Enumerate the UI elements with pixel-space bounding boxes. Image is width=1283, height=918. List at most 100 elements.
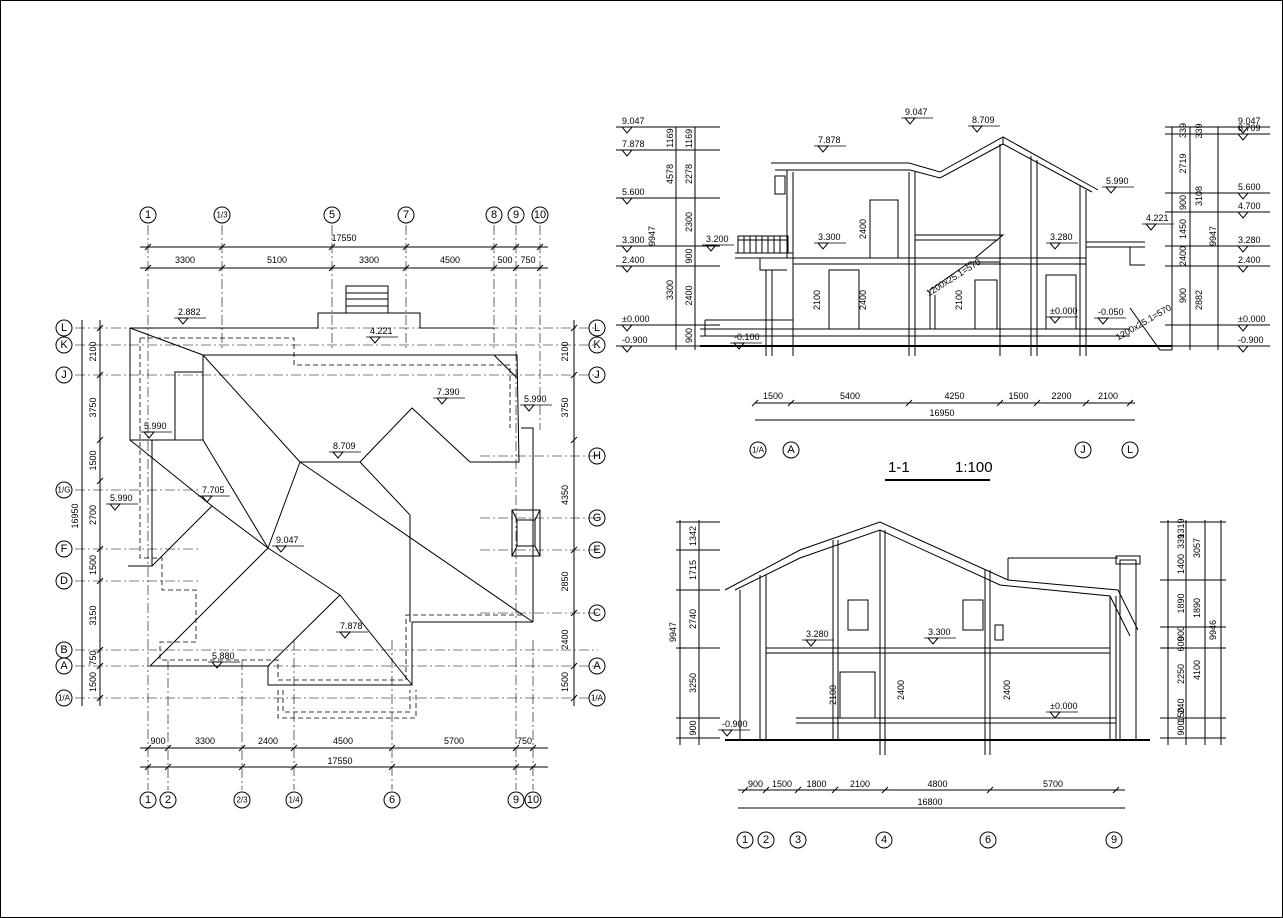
sec1-left-level-6-marker: [620, 345, 634, 353]
plan-axis-top-1-circle: [213, 206, 231, 224]
sec1-bottom-dim-1: 5400: [840, 391, 860, 401]
plan-axis-right-6: C: [593, 607, 601, 619]
plan-axis-left-5-circle: [55, 572, 73, 590]
sec2-inner-dim-1: 2400: [896, 680, 906, 700]
plan-bot-tick-a-1: [164, 744, 172, 752]
plan-top-tick-b-6: [536, 264, 544, 272]
sec2-inner-dim-0: 2100: [828, 685, 838, 705]
sec1-inner-level-8: ±0.000: [1050, 306, 1077, 316]
sec1-bot-tick-0: [751, 399, 759, 407]
sec1-right-dim-5: 900: [1178, 288, 1188, 303]
sec1-right-dim-0: 339: [1178, 123, 1188, 138]
sec1-axis-2-circle: [1074, 441, 1092, 459]
sec1-right-sub-2: 2882: [1194, 290, 1204, 310]
plan-elevation-2: 7.390: [437, 387, 460, 397]
sec2-axis-3-circle: [875, 831, 893, 849]
sec1-right-sub-1: 3108: [1194, 186, 1204, 206]
sec2-right-dim-8: 150: [1176, 707, 1186, 722]
sec1-left-dim-1: 2278: [684, 164, 694, 184]
sec1-left-dim-4: 2400: [684, 285, 694, 305]
sec1-axis-3: L: [1127, 444, 1133, 456]
sec1-bot-tick-4: [1033, 399, 1041, 407]
sec1-right-dim-3: 1450: [1178, 219, 1188, 239]
plan-axis-left-1: K: [60, 339, 68, 351]
sec2-right-sub-1: 1890: [1192, 598, 1202, 618]
section2-outline: [724, 521, 1141, 755]
plan-axis-left-7-circle: [55, 657, 73, 675]
sec1-left-level-1-marker: [620, 149, 634, 157]
plan-axis-right-7-circle: [588, 657, 606, 675]
plan-axis-right-5-circle: [588, 541, 606, 559]
sec2-axis-1-circle: [757, 831, 775, 849]
sec1-inner-level-9-marker: [1096, 317, 1110, 325]
plan-axis-bottom-5-circle: [507, 791, 525, 809]
plan-axis-left-1-circle: [55, 336, 73, 354]
plan-axis-left-7: A: [60, 660, 68, 672]
section1-dim-lines: [616, 126, 1270, 421]
sec1-left-level-0: 9.047: [622, 116, 645, 126]
plan-right-tick-0: [570, 324, 578, 332]
sec2-axis-2-circle: [789, 831, 807, 849]
sec1-bottom-dim-2: 4250: [944, 391, 964, 401]
chimney: [511, 509, 541, 557]
sec2-right-dim-3: 1890: [1176, 593, 1186, 613]
plan-elevation-9: 7.878: [340, 621, 363, 631]
sec2-right-dim-9: 900: [1176, 720, 1186, 735]
plan-top-dim-3: 4500: [440, 255, 460, 265]
plan-axis-right-6-circle: [588, 604, 606, 622]
sec1-inner-level-0: 9.047: [905, 107, 928, 117]
plan-axis-left-8-circle: [55, 689, 73, 707]
roof-plan: [75, 225, 598, 790]
plan-left-dim-5: 3150: [88, 605, 98, 625]
sec1-left-sub-2: 3300: [665, 280, 675, 300]
sec2-inner-level-3-marker: [1048, 711, 1062, 719]
sec1-inner-level-4-marker: [1144, 223, 1158, 231]
sec1-left-level-3-marker: [620, 245, 634, 253]
plan-axis-top-4-circle: [485, 206, 503, 224]
sec1-left-sub-3: 9947: [647, 226, 657, 246]
section1-outline: [700, 136, 1172, 356]
sec2-inner-level-3: ±0.000: [1050, 701, 1077, 711]
plan-right-dim-1: 3750: [560, 397, 570, 417]
plan-bottom-total: 17550: [327, 756, 352, 766]
sec2-left-dim-3: 3250: [688, 673, 698, 693]
sec2-inner-level-2: -0.900: [722, 719, 748, 729]
sec1-bot-tick-3: [996, 399, 1004, 407]
sec1-left-level-2: 5.600: [622, 187, 645, 197]
plan-top-tick-a-1: [218, 243, 226, 251]
plan-left-dim-6: 750: [88, 650, 98, 665]
sec1-inner-level-10: -0.100: [734, 332, 760, 342]
sec1-bottom-dim-4: 2200: [1051, 391, 1071, 401]
plan-left-tick-2: [96, 436, 104, 444]
plan-left-tick-1: [96, 371, 104, 379]
plan-bot-tick-a-3: [290, 744, 298, 752]
sec1-right-dim-4: 2400: [1178, 246, 1188, 266]
plan-axis-left-0: L: [61, 322, 67, 334]
plan-axis-bottom-1-circle: [159, 791, 177, 809]
plan-right-dim-2: 4350: [560, 485, 570, 505]
plan-bot-tick-a-4: [388, 744, 396, 752]
plan-right-dim-4: 2400: [560, 629, 570, 649]
plan-axis-bottom-4-circle: [383, 791, 401, 809]
plan-right-tick-1: [570, 371, 578, 379]
plan-elevation-1: 4.221: [370, 326, 393, 336]
plan-left-dim-7: 1500: [88, 672, 98, 692]
sec1-right-level-3-marker: [1236, 211, 1250, 219]
plan-axis-left-2: J: [61, 369, 67, 381]
sec1-right-level-0: 9.047: [1238, 116, 1261, 126]
plan-axis-right-1: K: [593, 339, 601, 351]
sec2-bot-tick-5: [986, 786, 994, 794]
sec2-inner-level-1-marker: [926, 637, 940, 645]
plan-elevation-4-marker: [142, 431, 156, 439]
plan-axis-right-7: A: [593, 660, 601, 672]
sec2-right-dim-5: 600: [1176, 636, 1186, 651]
sec1-left-sub-0: 1169: [665, 128, 675, 147]
sec2-left-dim-4: 900: [688, 720, 698, 735]
plan-bot-tick-a-6: [529, 744, 537, 752]
plan-left-dim-3: 2700: [88, 505, 98, 525]
sec1-left-dim-2: 2300: [684, 212, 694, 232]
plan-top-dim-0: 3300: [175, 255, 195, 265]
plan-axis-top-5-circle: [507, 206, 525, 224]
sec1-right-level-3: 4.700: [1238, 201, 1261, 211]
